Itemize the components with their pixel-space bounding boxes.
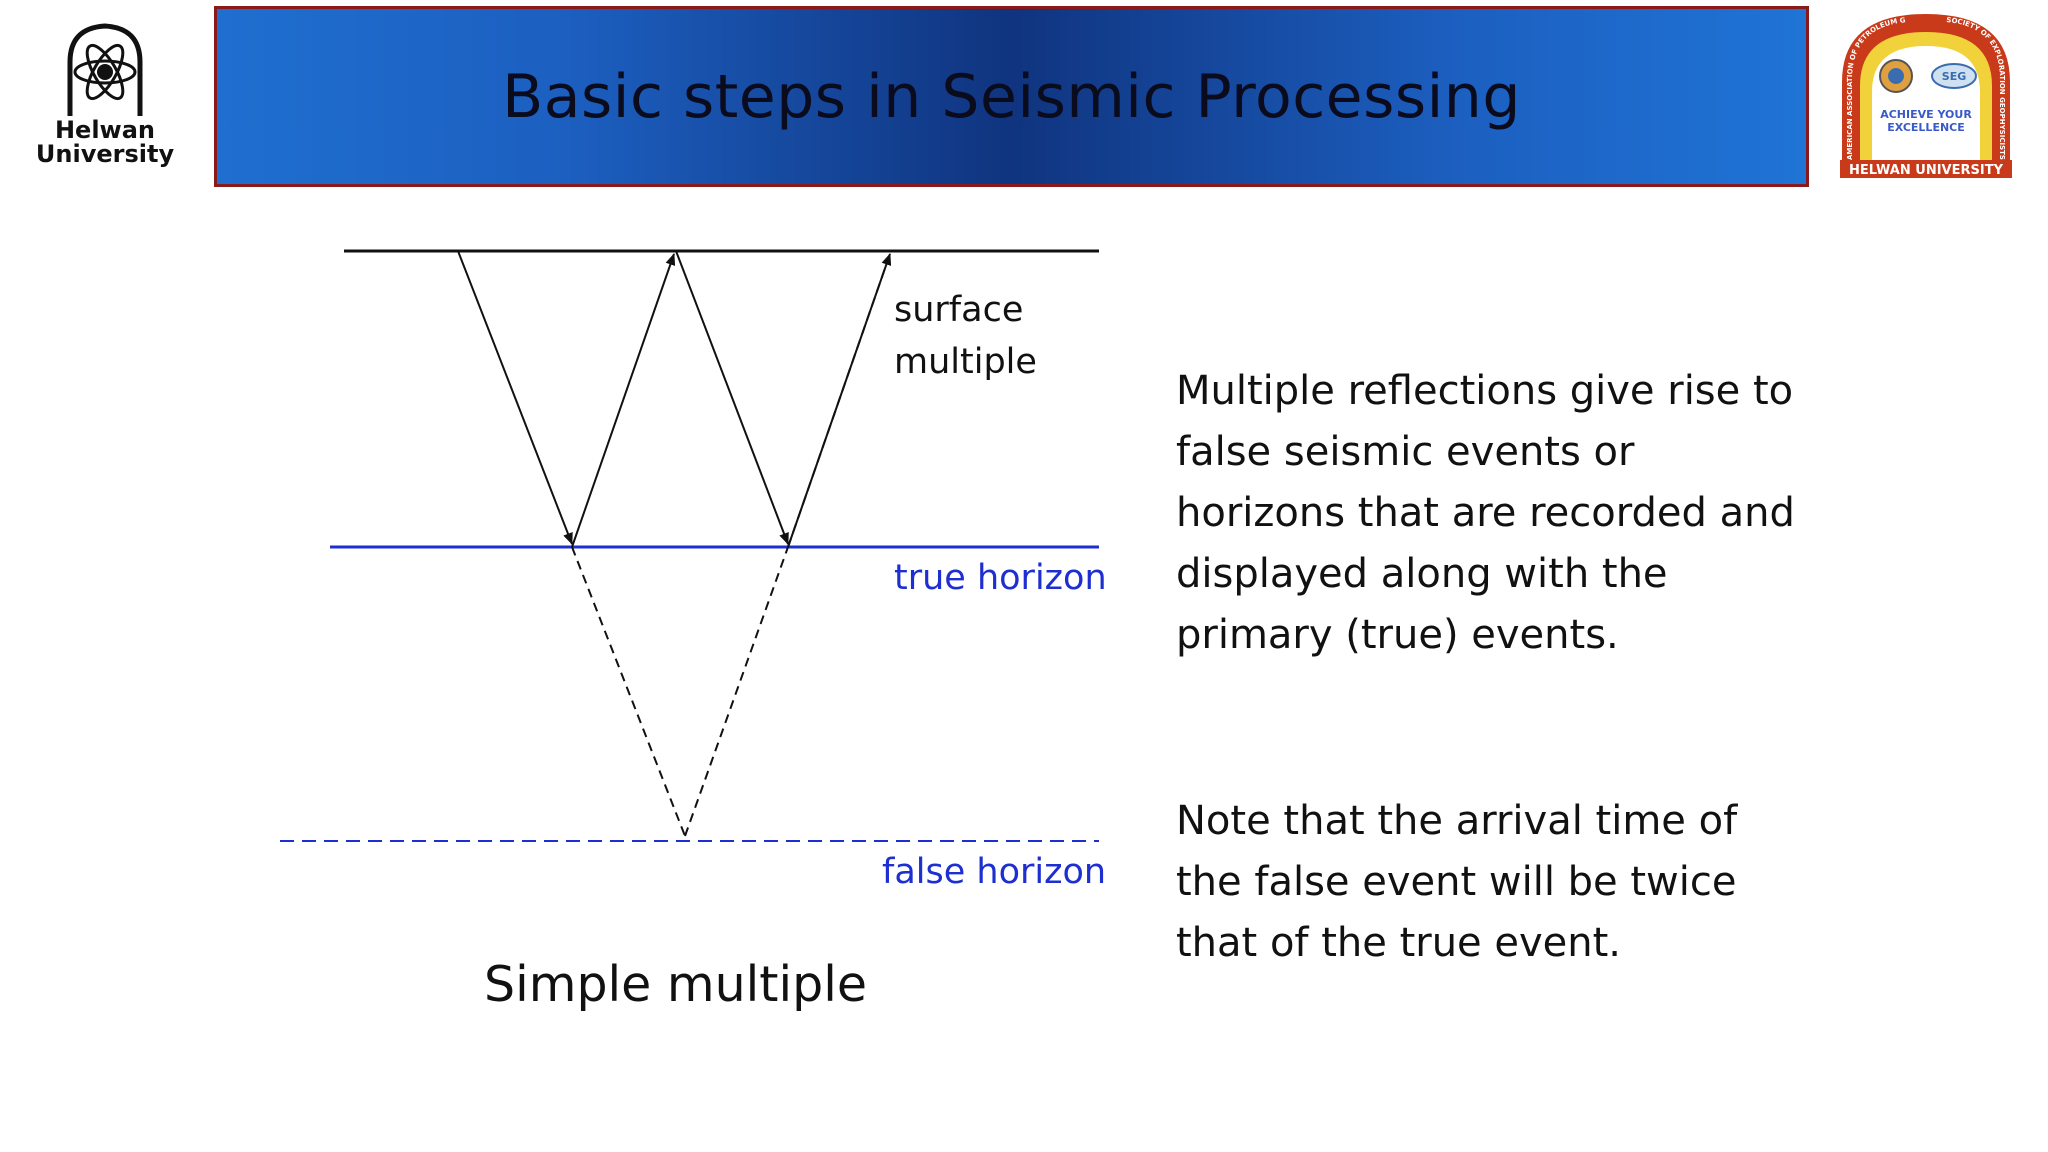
university-name: Helwan University bbox=[35, 116, 175, 168]
seg-badge-text: SEG bbox=[1942, 70, 1966, 83]
ray-down-2 bbox=[675, 250, 789, 545]
atom-gate-icon bbox=[67, 23, 143, 116]
title-banner: Basic steps in Seismic Processing bbox=[214, 6, 1809, 187]
helwan-university-logo: Helwan University bbox=[30, 22, 180, 172]
explanation-paragraph-1: Multiple reflections give rise to false … bbox=[1176, 368, 1795, 658]
false-ray-extension bbox=[787, 253, 891, 548]
ray-down-1 bbox=[457, 250, 573, 545]
true-horizon-label: true horizon bbox=[894, 558, 1107, 598]
seg-seal-icon bbox=[1931, 63, 1977, 89]
false-horizon-label: false horizon bbox=[882, 852, 1107, 892]
explanation-paragraph-2: Note that the arrival time of the false … bbox=[1176, 798, 1738, 966]
ray-up-1 bbox=[571, 253, 676, 548]
false-ray-down bbox=[571, 546, 686, 837]
diagram-caption: Simple multiple bbox=[484, 956, 867, 1013]
society-emblem-logo: AMERICAN ASSOCIATION OF PETROLEUM GEOLOG… bbox=[1838, 10, 2012, 178]
slide-title: Basic steps in Seismic Processing bbox=[502, 61, 1521, 132]
false-ray-up bbox=[684, 546, 789, 837]
simple-multiple-diagram bbox=[280, 249, 1099, 842]
surface-multiple-label: surface multiple bbox=[894, 290, 1037, 382]
emblem-motto: ACHIEVE YOUR EXCELLENCE bbox=[1880, 108, 1972, 134]
emblem-university-text: HELWAN UNIVERSITY bbox=[1849, 163, 2004, 178]
